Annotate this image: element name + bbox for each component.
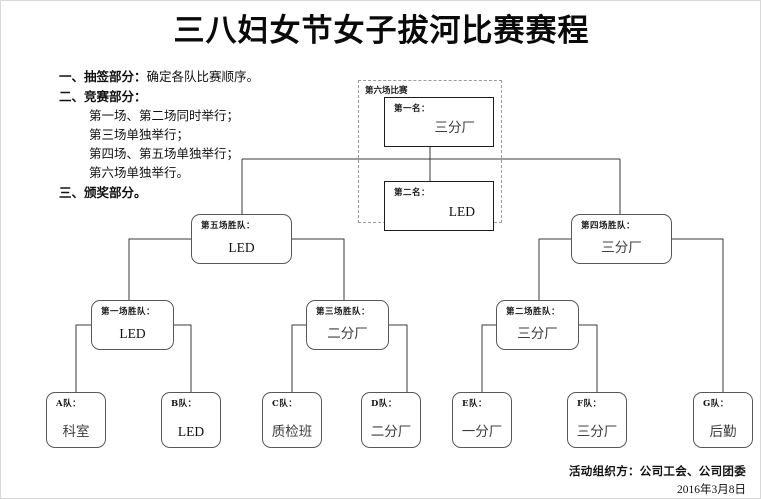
node-value: 三分厂 [601,240,642,255]
node-match1-winner[interactable]: 第一场胜队： LED [91,300,174,350]
node-value: 一分厂 [461,424,503,439]
node-label: 第二名： [394,188,431,198]
rule-line: 三、颁奖部分。 [59,183,359,203]
node-value: LED [177,424,205,439]
node-label: 第四场胜队： [581,221,636,231]
rule-body: 第四场、第五场单独举行； [89,147,240,161]
rule-line: 第一场、第二场同时举行； [59,107,359,126]
node-label: F队： [577,399,602,409]
node-label: 第三场胜队： [316,307,371,317]
rule-line: 一、抽签部分：确定各队比赛顺序。 [59,67,359,87]
node-team-f[interactable]: F队： 三分厂 [567,392,627,448]
node-value: 二分厂 [370,424,412,439]
node-value: 质检班 [271,424,313,439]
node-match3-winner[interactable]: 第三场胜队： 二分厂 [306,300,389,350]
node-team-a[interactable]: A队： 科室 [46,392,106,448]
link-semi-right-to-teamG [672,238,724,417]
node-value: LED [228,240,255,255]
node-label: G队： [703,399,729,409]
node-value: LED [119,326,146,341]
final-match-group-label: 第六场比赛 [365,86,408,96]
node-team-d[interactable]: D队： 二分厂 [361,392,421,448]
rule-heading: 三、颁奖部分。 [59,185,147,200]
node-value: 三分厂 [434,120,476,135]
node-label: D队： [371,399,397,409]
node-team-e[interactable]: E队： 一分厂 [452,392,512,448]
node-label: 第一名： [394,104,431,114]
rule-body: 第一场、第二场同时举行； [89,109,240,123]
link-semi-left-to-q3 [292,238,345,300]
node-team-b[interactable]: B队： LED [161,392,221,448]
rule-line: 第三场单独举行； [59,126,359,145]
link-semi-right-to-q2 [538,238,571,300]
footer-date: 2016年3月8日 [677,484,746,496]
rule-body: 第三场单独举行； [89,128,190,142]
rule-body: 第六场单独举行。 [89,166,190,180]
node-second-place[interactable]: 第二名： LED [384,181,494,231]
node-label: 第二场胜队： [506,307,561,317]
node-value: 后勤 [709,424,737,439]
node-label: 第一场胜队： [101,307,156,317]
node-team-g[interactable]: G队： 后勤 [693,392,753,448]
node-value: 三分厂 [576,424,618,439]
node-label: C队： [272,399,298,409]
rule-heading: 一、抽签部分： [59,69,147,84]
footer-organizer: 活动组织方：公司工会、公司团委 [569,464,746,478]
rule-body: 确定各队比赛顺序。 [146,70,260,84]
rules-block: 一、抽签部分：确定各队比赛顺序。 二、竞赛部分： 第一场、第二场同时举行； 第三… [59,67,359,203]
node-value: 三分厂 [517,326,558,341]
node-label: E队： [462,399,487,409]
node-match2-winner[interactable]: 第二场胜队： 三分厂 [496,300,579,350]
node-value: 二分厂 [327,326,368,341]
link-semi-left-to-q1 [128,238,191,300]
node-label: A队： [56,399,82,409]
rule-line: 第四场、第五场单独举行； [59,145,359,164]
node-label: B队： [171,399,197,409]
node-match4-winner[interactable]: 第四场胜队： 三分厂 [571,214,672,264]
node-value: LED [448,204,475,219]
rule-line: 二、竞赛部分： [59,87,359,107]
node-value: 科室 [62,424,90,439]
node-match5-winner[interactable]: 第五场胜队： LED [191,214,292,264]
node-team-c[interactable]: C队： 质检班 [262,392,322,448]
page-title: 三八妇女节女子拔河比赛赛程 [173,13,590,49]
rule-line: 第六场单独举行。 [59,164,359,183]
rule-heading: 二、竞赛部分： [59,89,147,104]
node-label: 第五场胜队： [201,221,256,231]
node-first-place[interactable]: 第一名： 三分厂 [384,97,494,147]
